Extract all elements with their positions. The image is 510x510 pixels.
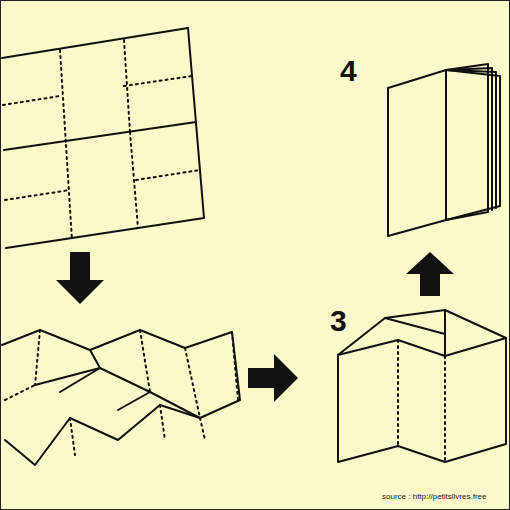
source-note: source : http://petitslivres.free	[382, 493, 487, 501]
step-number: 3	[330, 306, 347, 336]
step-number: 4	[340, 56, 357, 86]
